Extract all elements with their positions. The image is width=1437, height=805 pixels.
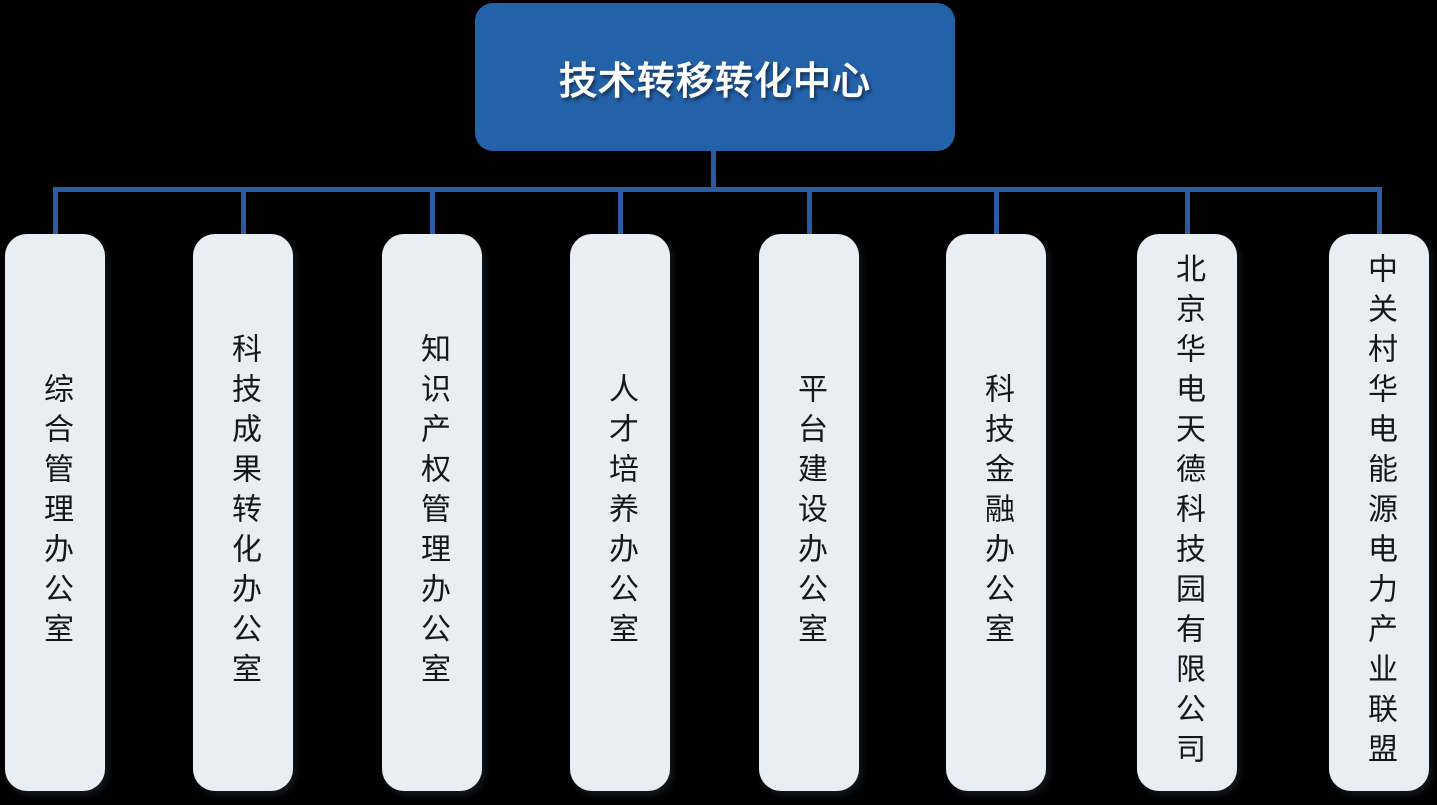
org-unit-label: 平台建设办公室 <box>793 372 826 653</box>
org-unit-label: 综合管理办公室 <box>39 372 72 653</box>
connector-drop-4 <box>618 190 623 236</box>
connector-drop-6 <box>994 190 999 236</box>
org-unit-label: 科技成果转化办公室 <box>227 332 260 693</box>
org-unit-label: 中关村华电能源电力产业联盟 <box>1363 252 1396 773</box>
org-unit-label: 科技金融办公室 <box>980 372 1013 653</box>
connector-trunk <box>711 149 716 189</box>
org-unit-box-huadian-tiande-park: 北京华电天德科技园有限公司 <box>1137 234 1237 791</box>
connector-drop-1 <box>53 190 58 236</box>
org-unit-box-achievement-transformation: 科技成果转化办公室 <box>193 234 293 791</box>
org-unit-label: 人才培养办公室 <box>604 372 637 653</box>
connector-drop-2 <box>241 190 246 236</box>
org-unit-box-talent-training: 人才培养办公室 <box>570 234 670 791</box>
org-unit-box-ip-management: 知识产权管理办公室 <box>382 234 482 791</box>
org-unit-box-tech-finance: 科技金融办公室 <box>946 234 1046 791</box>
connector-drop-3 <box>430 190 435 236</box>
org-unit-box-general-management: 综合管理办公室 <box>5 234 105 791</box>
connector-drop-5 <box>807 190 812 236</box>
connector-crossbar <box>53 187 1382 192</box>
connector-drop-8 <box>1377 190 1382 236</box>
connector-drop-7 <box>1185 190 1190 236</box>
org-unit-box-zhongguancun-alliance: 中关村华电能源电力产业联盟 <box>1329 234 1429 791</box>
org-unit-label: 北京华电天德科技园有限公司 <box>1171 252 1204 773</box>
root-node-label: 技术转移转化中心 <box>558 60 871 103</box>
root-node: 技术转移转化中心 <box>475 3 955 151</box>
org-unit-label: 知识产权管理办公室 <box>416 332 449 693</box>
org-unit-box-platform-construction: 平台建设办公室 <box>759 234 859 791</box>
